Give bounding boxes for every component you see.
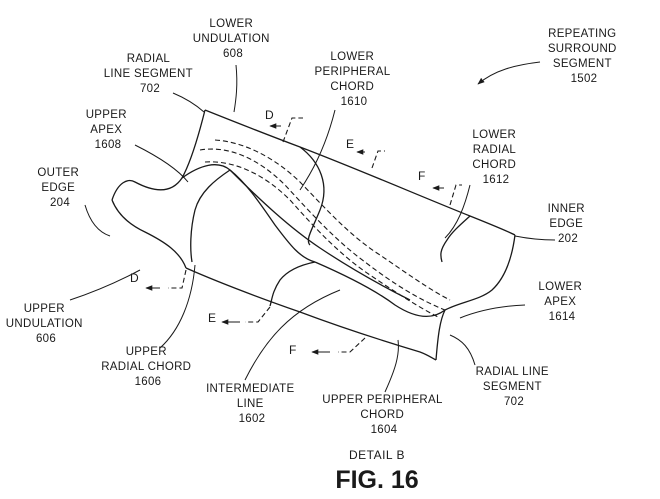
right-profile [440,215,471,263]
section-E-top-letter: E [346,137,354,151]
leader-lower-radial-chord [444,184,471,239]
upper-undulation-crest [181,164,316,263]
section-markers [145,117,462,355]
section-F-top-line [449,184,462,206]
section-F-top-letter: F [418,169,425,183]
label-radial-line-segment-bottom: RADIAL LINE SEGMENT 702 [476,366,553,408]
leader-upper-undulation [69,269,141,301]
section-E-top-line [371,150,385,169]
detail-caption: DETAIL B [349,448,405,462]
bottom-edge [185,267,437,361]
section-F-bottom-line [338,337,366,353]
section-D-bottom-line [168,269,187,289]
leader-upper-peripheral-chord [384,339,399,393]
dashed-line-2 [204,161,441,319]
leader-inner-edge [514,235,556,241]
leader-intermediate-line [244,289,341,381]
outer-edge-line [111,199,187,269]
dashed-line-1 [199,148,446,311]
section-E-bottom-line [245,306,271,323]
label-upper-apex: UPPER APEX 1608 [86,109,131,151]
top-edge [204,109,516,236]
section-E-bottom-letter: E [208,311,216,325]
label-radial-line-segment-top: RADIAL LINE SEGMENT 702 [104,53,197,95]
leader-lower-apex [459,304,526,319]
upper-radial-chord-line [190,169,231,263]
section-D-top-line [282,117,303,143]
leader-lower-peripheral-chord [299,109,336,191]
surround-segment-surface [111,109,516,361]
leader-outer-edge [84,204,111,237]
back-left-wave [111,109,206,201]
section-D-top-letter: D [265,108,274,122]
label-repeating-surround-segment: REPEATING SURROUND SEGMENT 1502 [548,28,620,85]
label-inner-edge: INNER EDGE 202 [548,203,589,245]
intermediate-line-path [229,169,411,301]
inner-edge-line [444,234,516,311]
section-D-bottom-letter: D [130,271,139,285]
leader-radial-line-segment-bottom [449,334,476,366]
leader-radial-line-segment-top [172,92,205,113]
label-lower-undulation: LOWER UNDULATION 608 [193,18,273,60]
label-lower-apex: LOWER APEX 1614 [538,281,585,323]
label-intermediate-line: INTERMEDIATE LINE 1602 [206,383,298,425]
label-lower-radial-chord: LOWER RADIAL CHORD 1612 [472,129,519,186]
label-lower-peripheral-chord: LOWER PERIPHERAL CHORD 1610 [315,51,394,108]
middle-profile [269,261,316,307]
label-upper-undulation: UPPER UNDULATION 606 [6,303,86,345]
section-F-bottom-letter: F [289,343,296,357]
front-right-wave [435,309,446,361]
label-upper-radial-chord: UPPER RADIAL CHORD 1606 [101,346,195,388]
figure-title: FIG. 16 [335,466,418,494]
leader-upper-radial-chord [159,264,196,349]
leader-lines [69,64,556,393]
lower-radial-chord-line [299,146,325,246]
leader-upper-apex [134,144,189,183]
lower-undulation-trough [314,261,446,317]
label-outer-edge: OUTER EDGE 204 [37,167,82,209]
dashed-line-3 [214,139,451,301]
repeating-surround-arrow [477,61,541,85]
label-upper-peripheral-chord: UPPER PERIPHERAL CHORD 1604 [322,394,446,436]
leader-lower-undulation [233,64,238,113]
